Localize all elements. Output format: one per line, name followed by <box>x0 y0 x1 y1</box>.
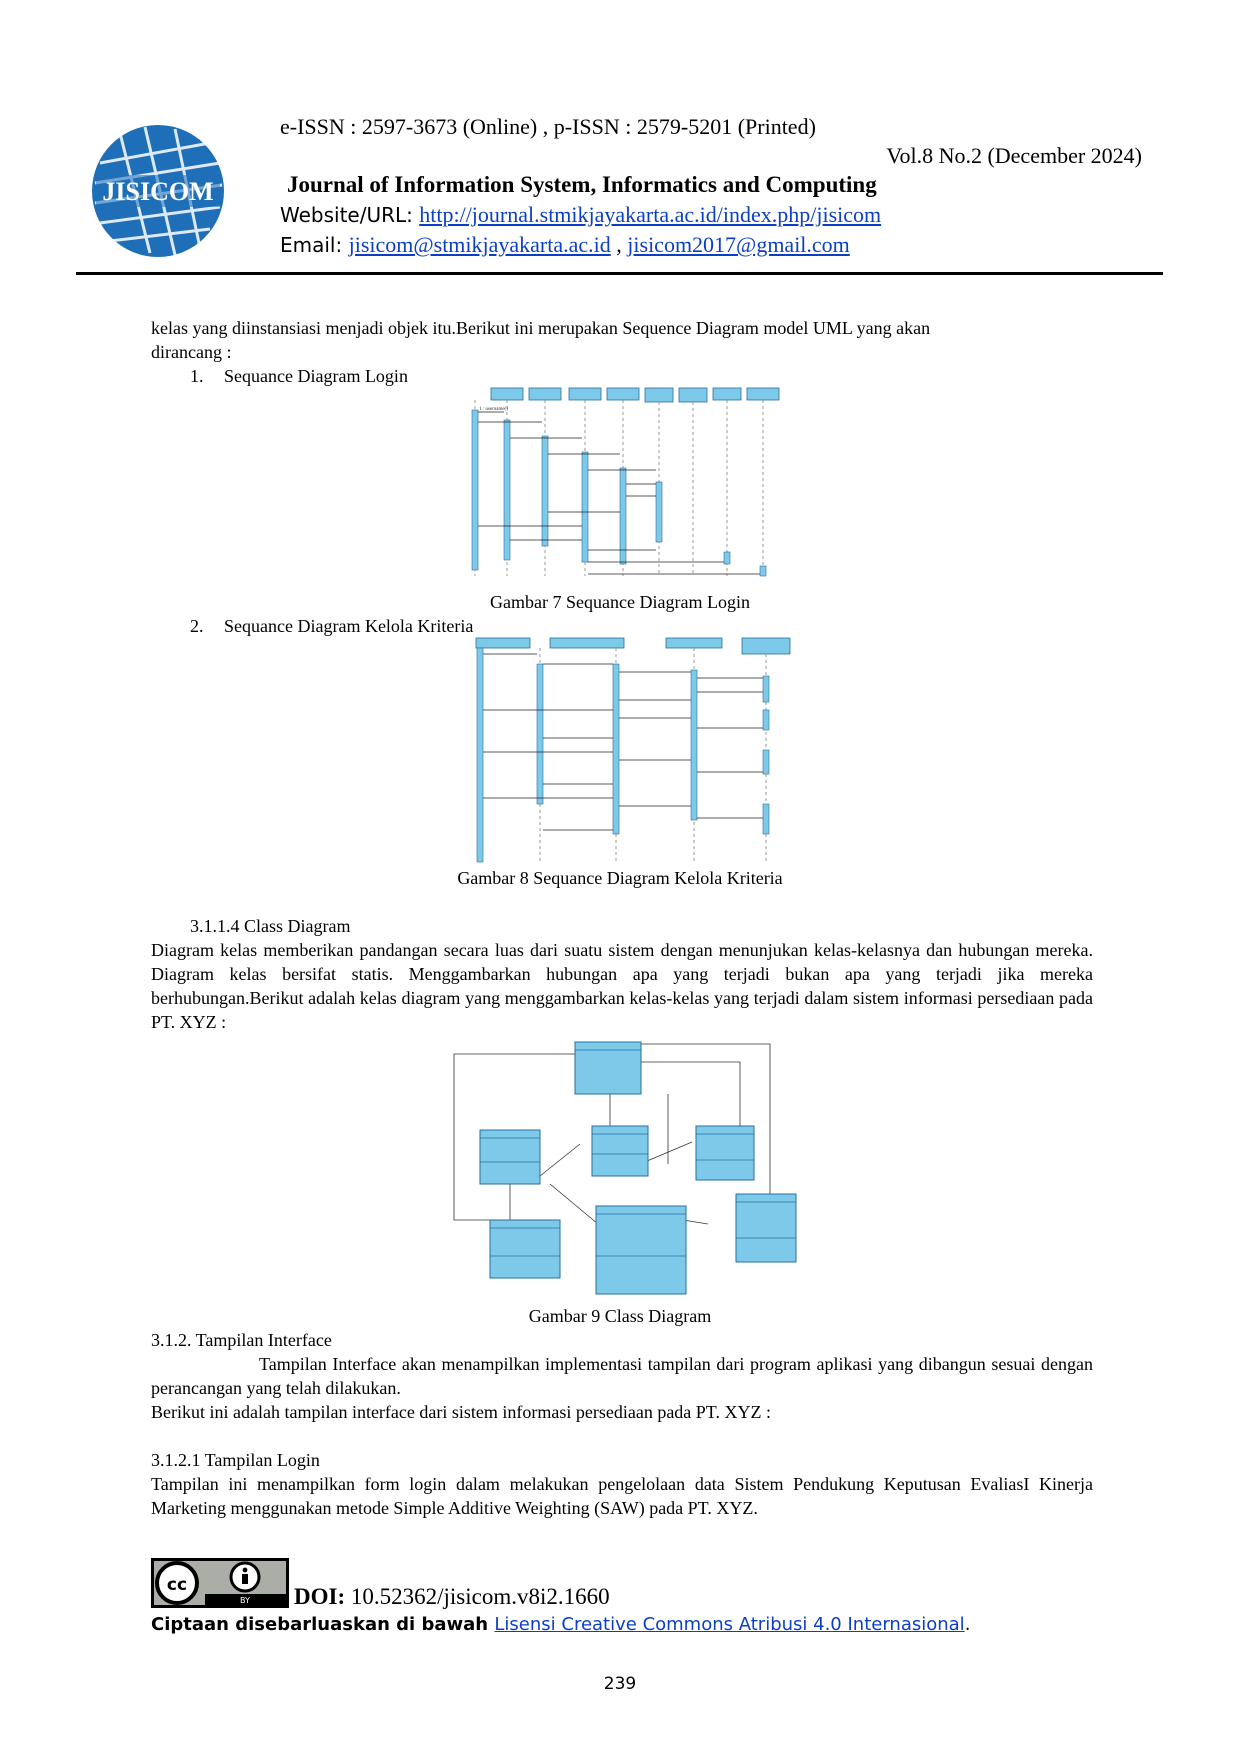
email-link-2[interactable]: jisicom2017@gmail.com <box>627 232 850 257</box>
header-rule <box>76 272 1163 275</box>
cc-by-license-badge[interactable]: cc BY <box>151 1558 289 1608</box>
license-link[interactable]: Lisensi Creative Commons Atribusi 4.0 In… <box>494 1614 965 1635</box>
sequence-diagram-login: 1 : username() <box>465 384 787 580</box>
email-label: Email: <box>280 233 349 257</box>
list-item-1-label: Sequance Diagram Login <box>224 366 408 386</box>
section-3114-heading: 3.1.1.4 Class Diagram <box>190 916 351 936</box>
cc-icon: cc <box>167 1575 187 1595</box>
by-label: BY <box>240 1596 250 1605</box>
issn-line: e-ISSN : 2597-3673 (Online) , p-ISSN : 2… <box>280 114 816 139</box>
intro-paragraph: kelas yang diinstansiasi menjadi objek i… <box>151 316 1091 364</box>
license-prefix: Ciptaan disebarluaskan di bawah <box>151 1614 495 1635</box>
doi-value: 10.52362/jisicom.v8i2.1660 <box>345 1584 610 1609</box>
license-suffix: . <box>964 1614 971 1635</box>
page-number: 239 <box>603 1674 637 1694</box>
person-icon <box>242 1574 248 1584</box>
list-item-1: 1. Sequance Diagram Login <box>190 364 408 388</box>
interface-paragraph: Tampilan Interface akan menampilkan impl… <box>151 1354 1093 1398</box>
section-3121-heading: 3.1.2.1 Tampilan Login <box>151 1450 320 1470</box>
intro-line-2: dirancang : <box>151 342 232 362</box>
email-link-1[interactable]: jisicom@stmikjayakarta.ac.id <box>348 232 611 257</box>
website-link[interactable]: http://journal.stmikjayakarta.ac.id/inde… <box>419 202 882 227</box>
svg-text:1 : username(): 1 : username() <box>479 407 508 412</box>
email-line: Email: jisicom@stmikjayakarta.ac.id , ji… <box>280 232 850 258</box>
list-item-2-number: 2. <box>190 616 204 636</box>
class-diagram-paragraph: Diagram kelas memberikan pandangan secar… <box>151 940 1093 1032</box>
doi-line: DOI: 10.52362/jisicom.v8i2.1660 <box>294 1584 610 1610</box>
class-diagram <box>450 1034 802 1296</box>
fig8-caption: Gambar 8 Sequance Diagram Kelola Kriteri… <box>457 868 783 888</box>
fig9-caption: Gambar 9 Class Diagram <box>528 1306 712 1326</box>
journal-logo: JISICOM <box>90 123 226 259</box>
list-item-2: 2. Sequance Diagram Kelola Kriteria <box>190 614 473 638</box>
list-item-2-label: Sequance Diagram Kelola Kriteria <box>224 616 474 636</box>
logo-lettering: JISICOM <box>102 177 213 206</box>
website-label: Website/URL: <box>280 203 420 227</box>
section-312-heading: 3.1.2. Tampilan Interface <box>151 1330 332 1350</box>
fig7-caption: Gambar 7 Sequance Diagram Login <box>490 592 750 612</box>
journal-title: Journal of Information System, Informati… <box>287 172 877 197</box>
login-paragraph: Tampilan ini menampilkan form login dala… <box>151 1474 1093 1518</box>
interface-line-2: Berikut ini adalah tampilan interface da… <box>151 1402 771 1422</box>
sequence-diagram-kelola-kriteria <box>470 634 796 866</box>
intro-line-1: kelas yang diinstansiasi menjadi objek i… <box>151 318 931 338</box>
list-item-1-number: 1. <box>190 366 204 386</box>
volume-line: Vol.8 No.2 (December 2024) <box>886 143 1142 168</box>
email-separator: , <box>610 232 628 257</box>
license-line: Ciptaan disebarluaskan di bawah Lisensi … <box>151 1614 970 1635</box>
website-line: Website/URL: http://journal.stmikjayakar… <box>280 202 881 228</box>
doi-label: DOI: <box>294 1584 346 1609</box>
